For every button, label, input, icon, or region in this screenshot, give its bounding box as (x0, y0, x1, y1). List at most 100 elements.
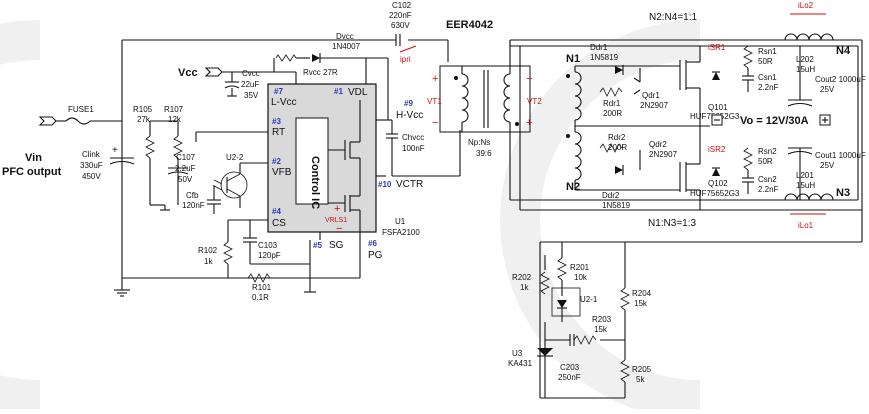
svg-text:+: + (112, 145, 118, 156)
svg-text:HUF75652G3: HUF75652G3 (690, 189, 740, 198)
svg-text:200R: 200R (608, 143, 627, 152)
svg-text:330uF: 330uF (80, 161, 103, 170)
svg-text:#1: #1 (334, 87, 343, 96)
svg-text:5k: 5k (636, 375, 645, 384)
svg-text:15k: 15k (594, 325, 608, 334)
svg-text:N2: N2 (566, 181, 580, 193)
svg-text:+: + (432, 73, 438, 85)
svg-text:U1: U1 (395, 217, 406, 226)
svg-text:VRLS1: VRLS1 (325, 217, 347, 224)
svg-text:iLo1: iLo1 (798, 221, 814, 230)
svg-text:R101: R101 (252, 283, 272, 292)
svg-text:R202: R202 (512, 273, 532, 282)
svg-text:Rsn1: Rsn1 (758, 47, 777, 56)
svg-text:−: − (432, 117, 438, 129)
svg-text:VDL: VDL (348, 87, 368, 98)
svg-text:50V: 50V (178, 175, 193, 184)
svg-text:1N4007: 1N4007 (332, 42, 361, 51)
svg-text:Cout2 1000uF: Cout2 1000uF (815, 75, 866, 84)
svg-text:C102: C102 (392, 1, 412, 10)
svg-text:Rdr2: Rdr2 (608, 133, 626, 142)
svg-text:−: − (336, 223, 342, 235)
svg-text:#5: #5 (313, 241, 322, 250)
svg-text:Cvcc: Cvcc (242, 69, 260, 78)
svg-text:H-Vcc: H-Vcc (396, 110, 423, 121)
svg-text:C103: C103 (258, 241, 278, 250)
svg-text:R201: R201 (570, 263, 590, 272)
svg-text:−: − (526, 73, 532, 85)
svg-text:Rsn2: Rsn2 (758, 147, 777, 156)
cs-network: R102 1k C103 120pF R101 0.1R (198, 219, 316, 302)
watermark (0, 20, 701, 414)
svg-text:Csn2: Csn2 (758, 175, 777, 184)
svg-text:C203: C203 (560, 363, 580, 372)
svg-text:FUSE1: FUSE1 (68, 105, 94, 114)
svg-text:Cout1 1000uF: Cout1 1000uF (815, 151, 866, 160)
svg-text:25V: 25V (820, 85, 835, 94)
svg-text:Q102: Q102 (708, 179, 728, 188)
svg-text:2.2nF: 2.2nF (758, 83, 779, 92)
svg-text:1N5819: 1N5819 (590, 53, 619, 62)
svg-text:#3: #3 (272, 117, 281, 126)
svg-text:iSR1: iSR1 (708, 43, 726, 52)
svg-text:200R: 200R (603, 109, 622, 118)
svg-text:U2-1: U2-1 (580, 295, 598, 304)
svg-text:R107: R107 (164, 105, 184, 114)
svg-text:50R: 50R (758, 157, 773, 166)
svg-text:39:6: 39:6 (476, 149, 492, 158)
svg-text:Np:Ns: Np:Ns (468, 138, 490, 147)
svg-text:R205: R205 (632, 365, 652, 374)
svg-text:CS: CS (272, 218, 286, 229)
eer4042-transformer: EER4042 + − VT1 − + VT2 Np:Ns 39:6 (427, 19, 542, 200)
svg-text:120nF: 120nF (182, 201, 205, 210)
svg-text:N1:N3=1:3: N1:N3=1:3 (648, 218, 697, 229)
svg-text:15uH: 15uH (796, 65, 815, 74)
svg-text:Q101: Q101 (708, 103, 728, 112)
svg-text:10k: 10k (574, 273, 588, 282)
svg-text:Rvcc 27R: Rvcc 27R (303, 68, 338, 77)
svg-text:35V: 35V (244, 91, 259, 100)
svg-text:Chvcc: Chvcc (402, 133, 424, 142)
svg-text:#10: #10 (378, 180, 392, 189)
svg-text:#4: #4 (272, 207, 281, 216)
svg-text:Control IC: Control IC (309, 156, 321, 209)
svg-text:630V: 630V (391, 21, 410, 30)
svg-text:50R: 50R (758, 57, 773, 66)
svg-text:2.2uF: 2.2uF (175, 164, 196, 173)
svg-text:#2: #2 (272, 157, 281, 166)
svg-text:#6: #6 (368, 239, 377, 248)
svg-text:VT1: VT1 (427, 97, 442, 106)
svg-text:ipri: ipri (400, 55, 411, 64)
svg-text:2N2907: 2N2907 (640, 101, 669, 110)
svg-text:VT2: VT2 (527, 97, 542, 106)
svg-text:Ddr1: Ddr1 (590, 43, 608, 52)
fsfa2100-ic: Control IC #7 L-Vcc #1 VDL #3 RT #2 VFB … (267, 78, 423, 278)
output-inductors: L202 15uH L201 15uH N4 N3 iLo2 iLo1 (784, 1, 851, 230)
svg-text:+: + (526, 117, 532, 129)
svg-text:100nF: 100nF (402, 144, 425, 153)
vcc-supply: Vcc Cvcc 22uF 35V Rvcc 27R Dvcc 1N4007 (178, 32, 388, 100)
svg-text:RT: RT (272, 127, 285, 138)
svg-text:L202: L202 (796, 55, 814, 64)
svg-text:+: + (334, 203, 340, 215)
svg-text:22uF: 22uF (241, 80, 259, 89)
rt-wire (195, 131, 268, 142)
svg-text:Qdr1: Qdr1 (642, 91, 660, 100)
svg-text:KA431: KA431 (508, 359, 533, 368)
svg-text:N2:N4=1:1: N2:N4=1:1 (649, 12, 698, 23)
svg-text:R203: R203 (592, 315, 612, 324)
svg-text:Clink: Clink (82, 150, 101, 159)
svg-text:U3: U3 (512, 349, 523, 358)
svg-text:Rdr1: Rdr1 (603, 99, 621, 108)
feedback-network: R201 10k U2-1 R202 1k U3 KA431 R203 15k … (508, 242, 652, 399)
svg-text:Csn1: Csn1 (758, 73, 777, 82)
svg-text:PG: PG (368, 250, 383, 261)
svg-text:2.2nF: 2.2nF (758, 185, 779, 194)
svg-text:R102: R102 (198, 246, 218, 255)
drive-bottom: Ddr2 1N5819 Rdr2 200R Qdr2 2N2907 (599, 133, 678, 210)
svg-text:Vin: Vin (25, 152, 42, 164)
svg-text:iSR2: iSR2 (708, 145, 726, 154)
svg-text:iLo2: iLo2 (798, 1, 814, 10)
